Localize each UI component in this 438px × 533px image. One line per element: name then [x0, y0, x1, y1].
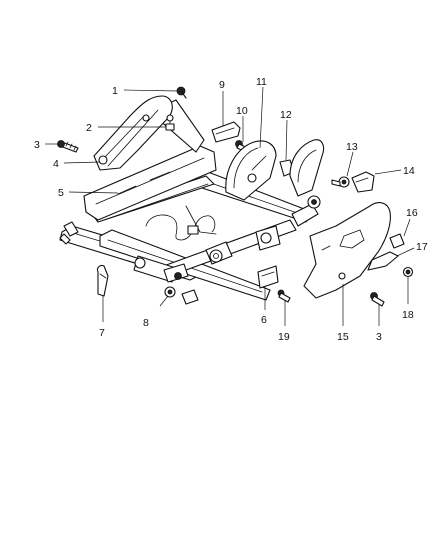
part-15-shield: [303, 202, 391, 299]
rear-recliner-bracket: [289, 139, 325, 197]
callout-label: 9: [219, 79, 225, 91]
callout-label: 10: [236, 105, 248, 117]
callout-label: 6: [261, 314, 267, 326]
callout-label: 17: [416, 241, 428, 253]
part-16-clip: [389, 233, 405, 249]
part-7-cable-clip: [96, 264, 109, 297]
part-3-screw-left: [57, 140, 79, 153]
callout-label: 14: [403, 165, 415, 177]
callout-label: 12: [280, 109, 292, 121]
part-8-nut: [164, 286, 176, 298]
callout-label: 16: [406, 207, 418, 219]
part-6-bracket: [257, 265, 279, 289]
part-11-recliner-bracket: [225, 140, 277, 201]
part-18-nut: [402, 266, 414, 278]
part-19-screw: [277, 289, 291, 303]
part-13-nut: [331, 176, 350, 188]
seat-track-frame: [59, 99, 321, 305]
callout-label: 3: [376, 331, 382, 343]
callout-label: 4: [53, 158, 59, 170]
part-1-bolt: [176, 86, 187, 99]
callout-label: 8: [143, 317, 149, 329]
part-3-screw-right: [370, 292, 385, 307]
part-14-cap: [351, 171, 375, 193]
part-4-front-riser: [93, 95, 173, 171]
callout-label: 1: [112, 85, 118, 97]
callout-label: 19: [278, 331, 290, 343]
callout-label: 7: [99, 327, 105, 339]
callout-label: 2: [86, 122, 92, 134]
callouts: 1 2 3 4 5 6 7 8 9 10 11 12 13 14 15 16 1: [34, 76, 428, 343]
callout-label: 3: [34, 139, 40, 151]
callout-label: 18: [402, 309, 414, 321]
callout-label: 15: [337, 331, 349, 343]
callout-label: 11: [256, 76, 267, 88]
callout-label: 5: [58, 187, 64, 199]
part-9-trim-clip: [211, 121, 241, 143]
part-17-clip: [367, 251, 399, 271]
callout-label: 13: [346, 141, 358, 153]
